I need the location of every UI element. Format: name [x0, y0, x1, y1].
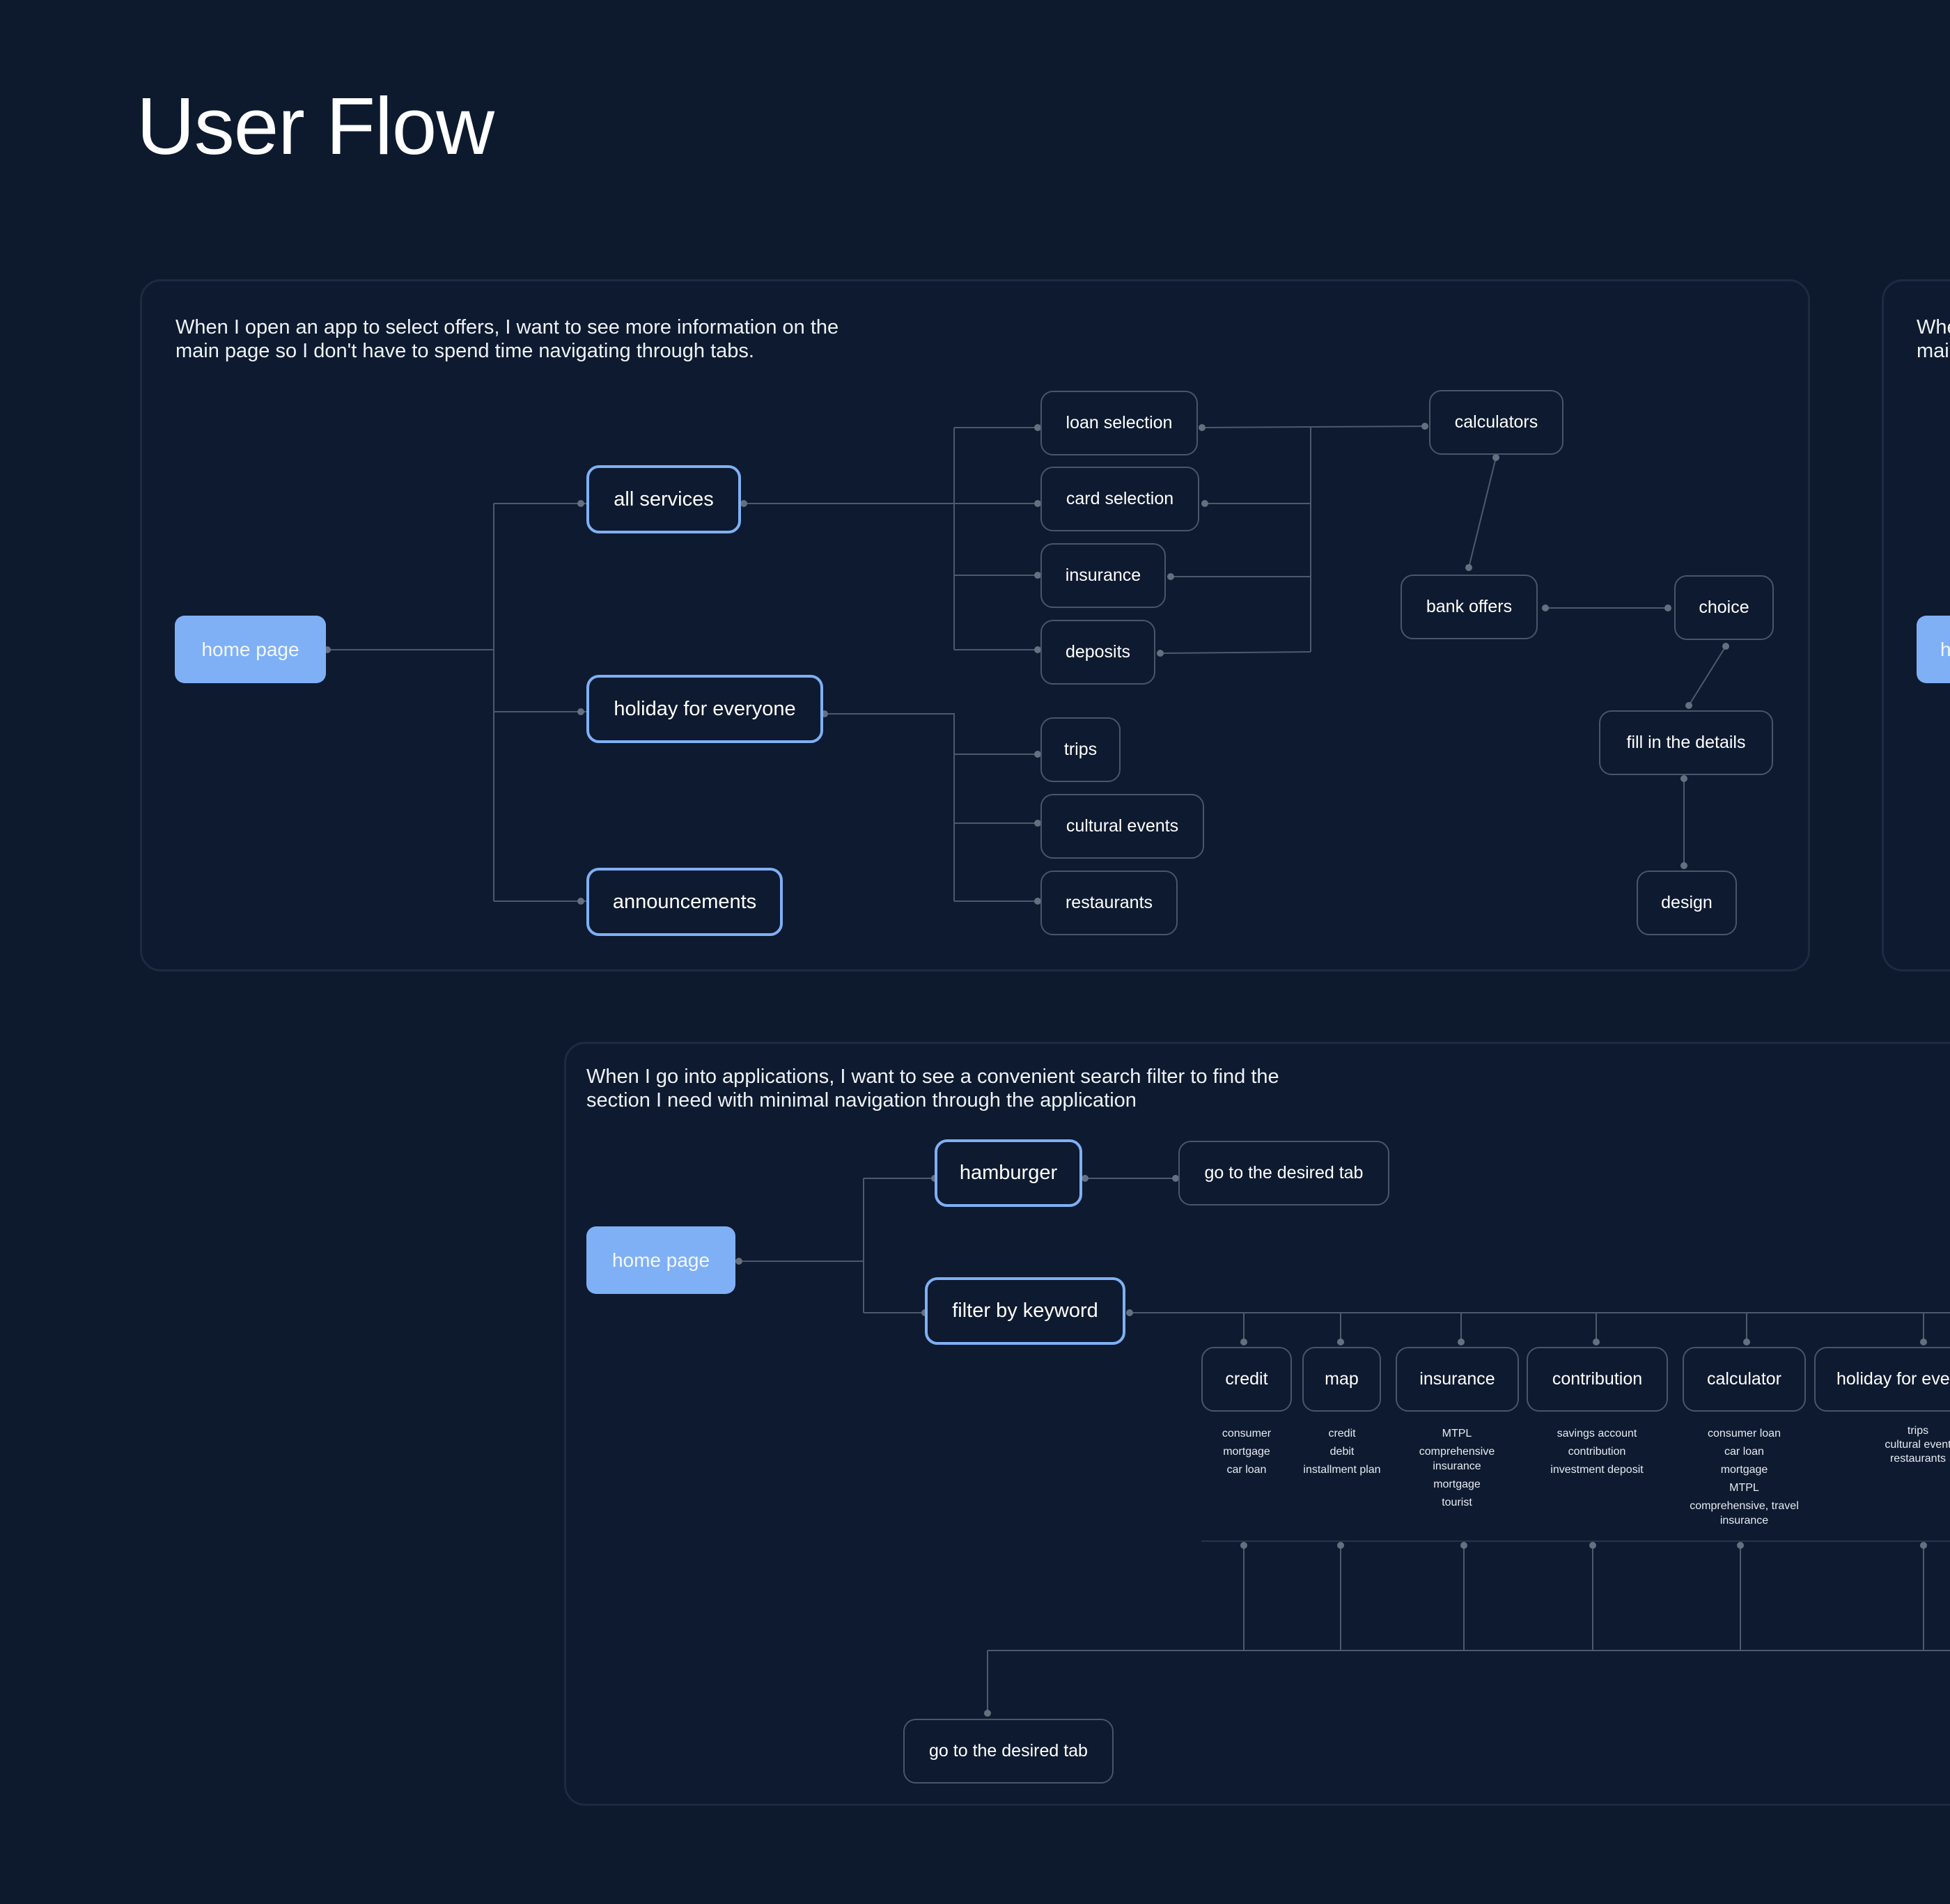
list-item: MTPL	[1442, 1428, 1472, 1439]
node-deposits[interactable]: deposits	[1040, 620, 1155, 685]
category-credit[interactable]: credit	[1201, 1347, 1292, 1412]
node-home-page[interactable]: home page	[175, 616, 326, 683]
list-item: consumer loan	[1708, 1428, 1781, 1439]
list-item: investment deposit	[1550, 1464, 1644, 1476]
node-card-selection[interactable]: card selection	[1040, 467, 1199, 531]
flow-caption-partial-line-1: Whe	[1917, 316, 1950, 338]
node-holiday-for-everyone[interactable]: holiday for everyone	[586, 675, 823, 743]
node-trips[interactable]: trips	[1040, 717, 1121, 782]
flow-caption-offers-line-1: When I open an app to select offers, I w…	[176, 316, 839, 338]
list-item: contribution	[1568, 1446, 1626, 1458]
category-calculator-items: consumer loan car loan mortgage MTPL com…	[1680, 1426, 1809, 1531]
node-go-to-desired-tab-bottom[interactable]: go to the desired tab	[903, 1719, 1114, 1784]
flow-connectors-offers	[324, 423, 1729, 905]
list-item: mortgage	[1720, 1464, 1768, 1476]
node-go-to-desired-tab-top[interactable]: go to the desired tab	[1178, 1141, 1389, 1205]
category-insurance[interactable]: insurance	[1396, 1347, 1519, 1412]
list-item: restaurants	[1889, 1453, 1947, 1465]
category-holiday-items: trips cultural event restaurants	[1876, 1425, 1950, 1467]
list-item: MTPL	[1729, 1482, 1759, 1494]
list-item: installment plan	[1303, 1464, 1381, 1476]
category-contribution[interactable]: contribution	[1527, 1347, 1668, 1412]
list-item: debit	[1329, 1446, 1355, 1458]
list-item: tourist	[1442, 1497, 1472, 1508]
node-insurance[interactable]: insurance	[1040, 543, 1166, 608]
node-bank-offers[interactable]: bank offers	[1401, 575, 1538, 639]
list-item: trips	[1907, 1425, 1929, 1437]
node-loan-selection[interactable]: loan selection	[1040, 391, 1198, 455]
node-fill-in-the-details[interactable]: fill in the details	[1599, 710, 1773, 775]
category-insurance-items: MTPL comprehensive insurance mortgage to…	[1405, 1426, 1509, 1513]
node-hamburger[interactable]: hamburger	[935, 1139, 1082, 1207]
flow-caption-offers: When I open an app to select offers, I w…	[176, 315, 838, 363]
node-home-page-search[interactable]: home page	[586, 1226, 735, 1294]
node-home-page-partial[interactable]: h	[1917, 616, 1950, 683]
category-map-items: credit debit installment plan	[1293, 1426, 1391, 1481]
list-item: comprehensive, travel insurance	[1690, 1500, 1799, 1527]
list-item: car loan	[1724, 1446, 1764, 1458]
node-announcements[interactable]: announcements	[586, 868, 783, 936]
list-item: consumer	[1222, 1428, 1272, 1439]
node-cultural-events[interactable]: cultural events	[1040, 794, 1204, 859]
node-home-page-partial-label: h	[1940, 638, 1950, 660]
category-calculator[interactable]: calculator	[1683, 1347, 1806, 1412]
page-title: User Flow	[136, 81, 494, 171]
category-holiday-for-everyone[interactable]: holiday for eve	[1814, 1347, 1950, 1412]
list-item: cultural event	[1885, 1439, 1950, 1451]
category-credit-items: consumer mortgage car loan	[1198, 1426, 1295, 1481]
list-item: mortgage	[1223, 1446, 1270, 1458]
flow-caption-search-line-2: section I need with minimal navigation t…	[586, 1089, 1137, 1111]
node-design[interactable]: design	[1637, 871, 1737, 935]
node-calculators[interactable]: calculators	[1429, 390, 1563, 455]
node-all-services[interactable]: all services	[586, 465, 741, 533]
list-item: credit	[1328, 1428, 1356, 1439]
flow-caption-search: When I go into applications, I want to s…	[586, 1065, 1279, 1112]
node-filter-by-keyword[interactable]: filter by keyword	[925, 1277, 1125, 1345]
list-item: savings account	[1557, 1428, 1637, 1439]
category-contribution-items: savings account contribution investment …	[1531, 1426, 1663, 1481]
flow-caption-partial: Whe mai	[1917, 315, 1950, 363]
flow-caption-offers-line-2: main page so I don't have to spend time …	[176, 340, 754, 362]
list-item: mortgage	[1433, 1478, 1481, 1490]
category-map[interactable]: map	[1302, 1347, 1381, 1412]
category-holiday-label: holiday for eve	[1836, 1369, 1950, 1389]
list-item: comprehensive insurance	[1419, 1446, 1495, 1472]
flow-caption-partial-line-2: mai	[1917, 340, 1949, 362]
node-choice[interactable]: choice	[1674, 575, 1774, 640]
list-item: car loan	[1226, 1464, 1267, 1476]
flow-caption-search-line-1: When I go into applications, I want to s…	[586, 1066, 1279, 1088]
node-restaurants[interactable]: restaurants	[1040, 871, 1178, 935]
